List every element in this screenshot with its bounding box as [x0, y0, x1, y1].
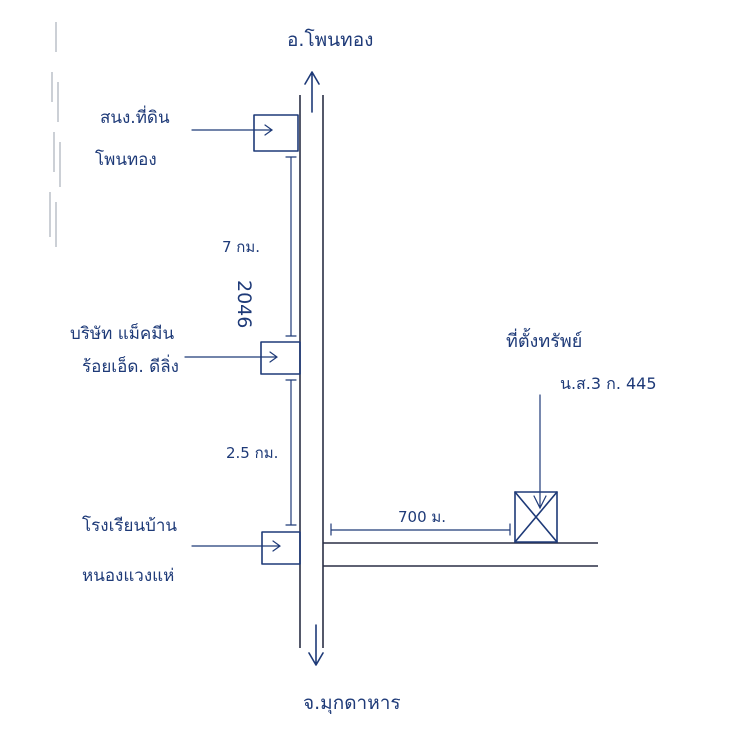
school-arrow-icon: [191, 540, 282, 552]
distance-marker-7km: [285, 156, 297, 337]
landmark-land-office-line1: สนง.ที่ดิน: [100, 108, 170, 128]
distance-side-label: 700 ม.: [398, 508, 447, 526]
north-arrow-icon: [304, 71, 320, 113]
distance-marker-2-5km: [285, 379, 297, 526]
property-box: [514, 491, 558, 543]
land-office-box: [253, 114, 299, 152]
distance-marker-700m: [330, 523, 511, 536]
road-number-label: 2046: [233, 280, 255, 329]
landmark-school-line1: โรงเรียนบ้าน: [82, 516, 178, 536]
landmark-company-line1: บริษัท แม็คมีน: [70, 324, 175, 344]
school-box: [261, 531, 301, 565]
landmark-company-line2: ร้อยเอ็ด. ดีลิ่ง: [82, 357, 179, 377]
company-box: [260, 341, 301, 375]
land-office-arrow-icon: [191, 124, 274, 136]
property-cross-icon: [514, 491, 558, 543]
property-deed-label: น.ส.3 ก. 445: [560, 374, 657, 393]
top-destination-label: อ.โพนทอง: [287, 29, 374, 51]
scan-artifact-marks: [49, 22, 61, 247]
company-arrow-icon: [184, 351, 279, 363]
south-arrow-icon: [308, 624, 324, 666]
property-arrow-icon: [533, 394, 547, 510]
distance-top-label: 7 กม.: [222, 238, 261, 256]
landmark-land-office-line2: โพนทอง: [95, 150, 157, 170]
property-label: ที่ตั้งทรัพย์: [506, 331, 583, 352]
distance-mid-label: 2.5 กม.: [226, 444, 279, 462]
bottom-destination-label: จ.มุกดาหาร: [303, 692, 401, 714]
landmark-school-line2: หนองแวงแห่: [82, 566, 175, 586]
